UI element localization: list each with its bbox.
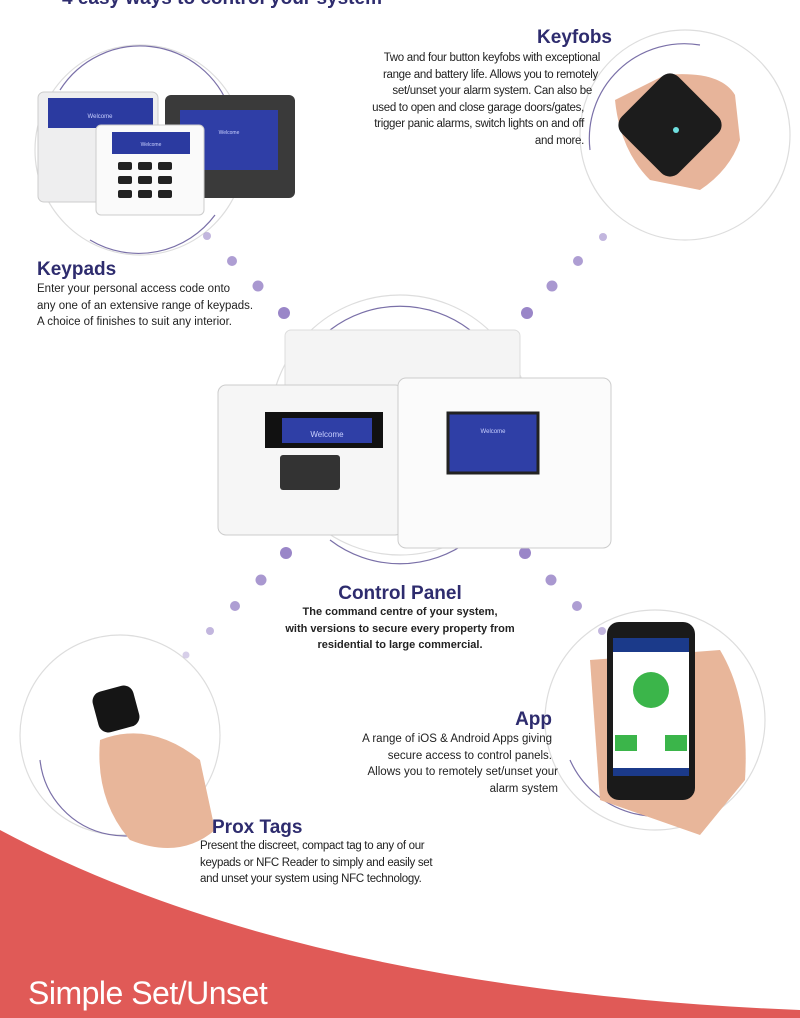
control-panel-description: The command centre of your system, with … bbox=[200, 604, 600, 654]
control-panel-image: Welcome Welcome bbox=[217, 329, 612, 549]
keypads-image: Welcome Welcome Welcome bbox=[37, 91, 295, 216]
prox-tags-description: Present the discreet, compact tag to any… bbox=[200, 838, 433, 888]
prox-ring bbox=[19, 634, 221, 836]
text-line: Allows you to remotely set/unset your bbox=[367, 766, 558, 778]
text-line: keypads or NFC Reader to simply and easi… bbox=[200, 856, 433, 869]
text-line: used to open and close garage doors/gate… bbox=[372, 101, 584, 114]
keyfobs-heading: Keyfobs bbox=[537, 27, 612, 48]
keypad-welcome-text: Welcome bbox=[88, 114, 114, 120]
touch-panel-welcome-text: Welcome bbox=[481, 429, 507, 435]
text-line: and unset your system using NFC technolo… bbox=[200, 873, 422, 885]
app-description: A range of iOS & Android Apps giving sec… bbox=[258, 731, 558, 797]
keyfobs-description: Two and four button keyfobs with excepti… bbox=[292, 50, 600, 149]
dot-trail bbox=[182, 232, 607, 659]
keyfobs-ring-accent bbox=[588, 43, 701, 151]
app-ring bbox=[544, 609, 766, 831]
text-line: range and battery life. Allows you to re… bbox=[382, 68, 598, 81]
keyfobs-ring bbox=[579, 29, 791, 241]
page-title: 4 easy ways to control your system bbox=[62, 0, 382, 10]
red-band bbox=[0, 830, 800, 1018]
keypads-heading: Keypads bbox=[37, 259, 117, 280]
text-line: The command centre of your system, bbox=[302, 606, 498, 618]
text-line: A choice of finishes to suit any interio… bbox=[37, 316, 232, 328]
text-line: Two and four button keyfobs with excepti… bbox=[383, 52, 601, 64]
text-line: Present the discreet, compact tag to any… bbox=[200, 840, 425, 852]
app-heading: App bbox=[515, 709, 552, 730]
touchscreen-welcome-text: Welcome bbox=[219, 130, 240, 136]
prox-tags-heading: Prox Tags bbox=[212, 817, 303, 838]
text-line: A range of iOS & Android Apps giving bbox=[362, 733, 552, 745]
keypads-ring-accent-bottom bbox=[89, 214, 216, 254]
keypads-description: Enter your personal access code onto any… bbox=[37, 281, 253, 331]
text-line: any one of an extensive range of keypads… bbox=[37, 299, 254, 312]
control-panel-heading: Control Panel bbox=[338, 583, 462, 604]
text-line: with versions to secure every property f… bbox=[285, 622, 515, 635]
app-phone-image bbox=[590, 622, 746, 835]
text-line: set/unset your alarm system. Can also be bbox=[392, 85, 592, 97]
text-line: alarm system bbox=[489, 782, 558, 795]
text-line: trigger panic alarms, switch lights on a… bbox=[374, 118, 584, 130]
control-panel-ring-accent bbox=[329, 305, 471, 331]
keyfob-image bbox=[615, 73, 740, 190]
prox-tag-image bbox=[92, 685, 215, 848]
control-panel-ring-accent-bottom bbox=[329, 539, 471, 565]
white-keypad-welcome-text: Welcome bbox=[141, 142, 162, 148]
text-line: and more. bbox=[534, 134, 584, 147]
keypads-ring-accent bbox=[59, 45, 231, 111]
text-line: residential to large commercial. bbox=[317, 639, 483, 651]
text-line: Enter your personal access code onto bbox=[37, 283, 231, 295]
footer-title: Simple Set/Unset bbox=[28, 975, 268, 1011]
text-line: secure access to control panels. bbox=[387, 749, 552, 762]
control-panel-welcome-text: Welcome bbox=[310, 430, 344, 439]
